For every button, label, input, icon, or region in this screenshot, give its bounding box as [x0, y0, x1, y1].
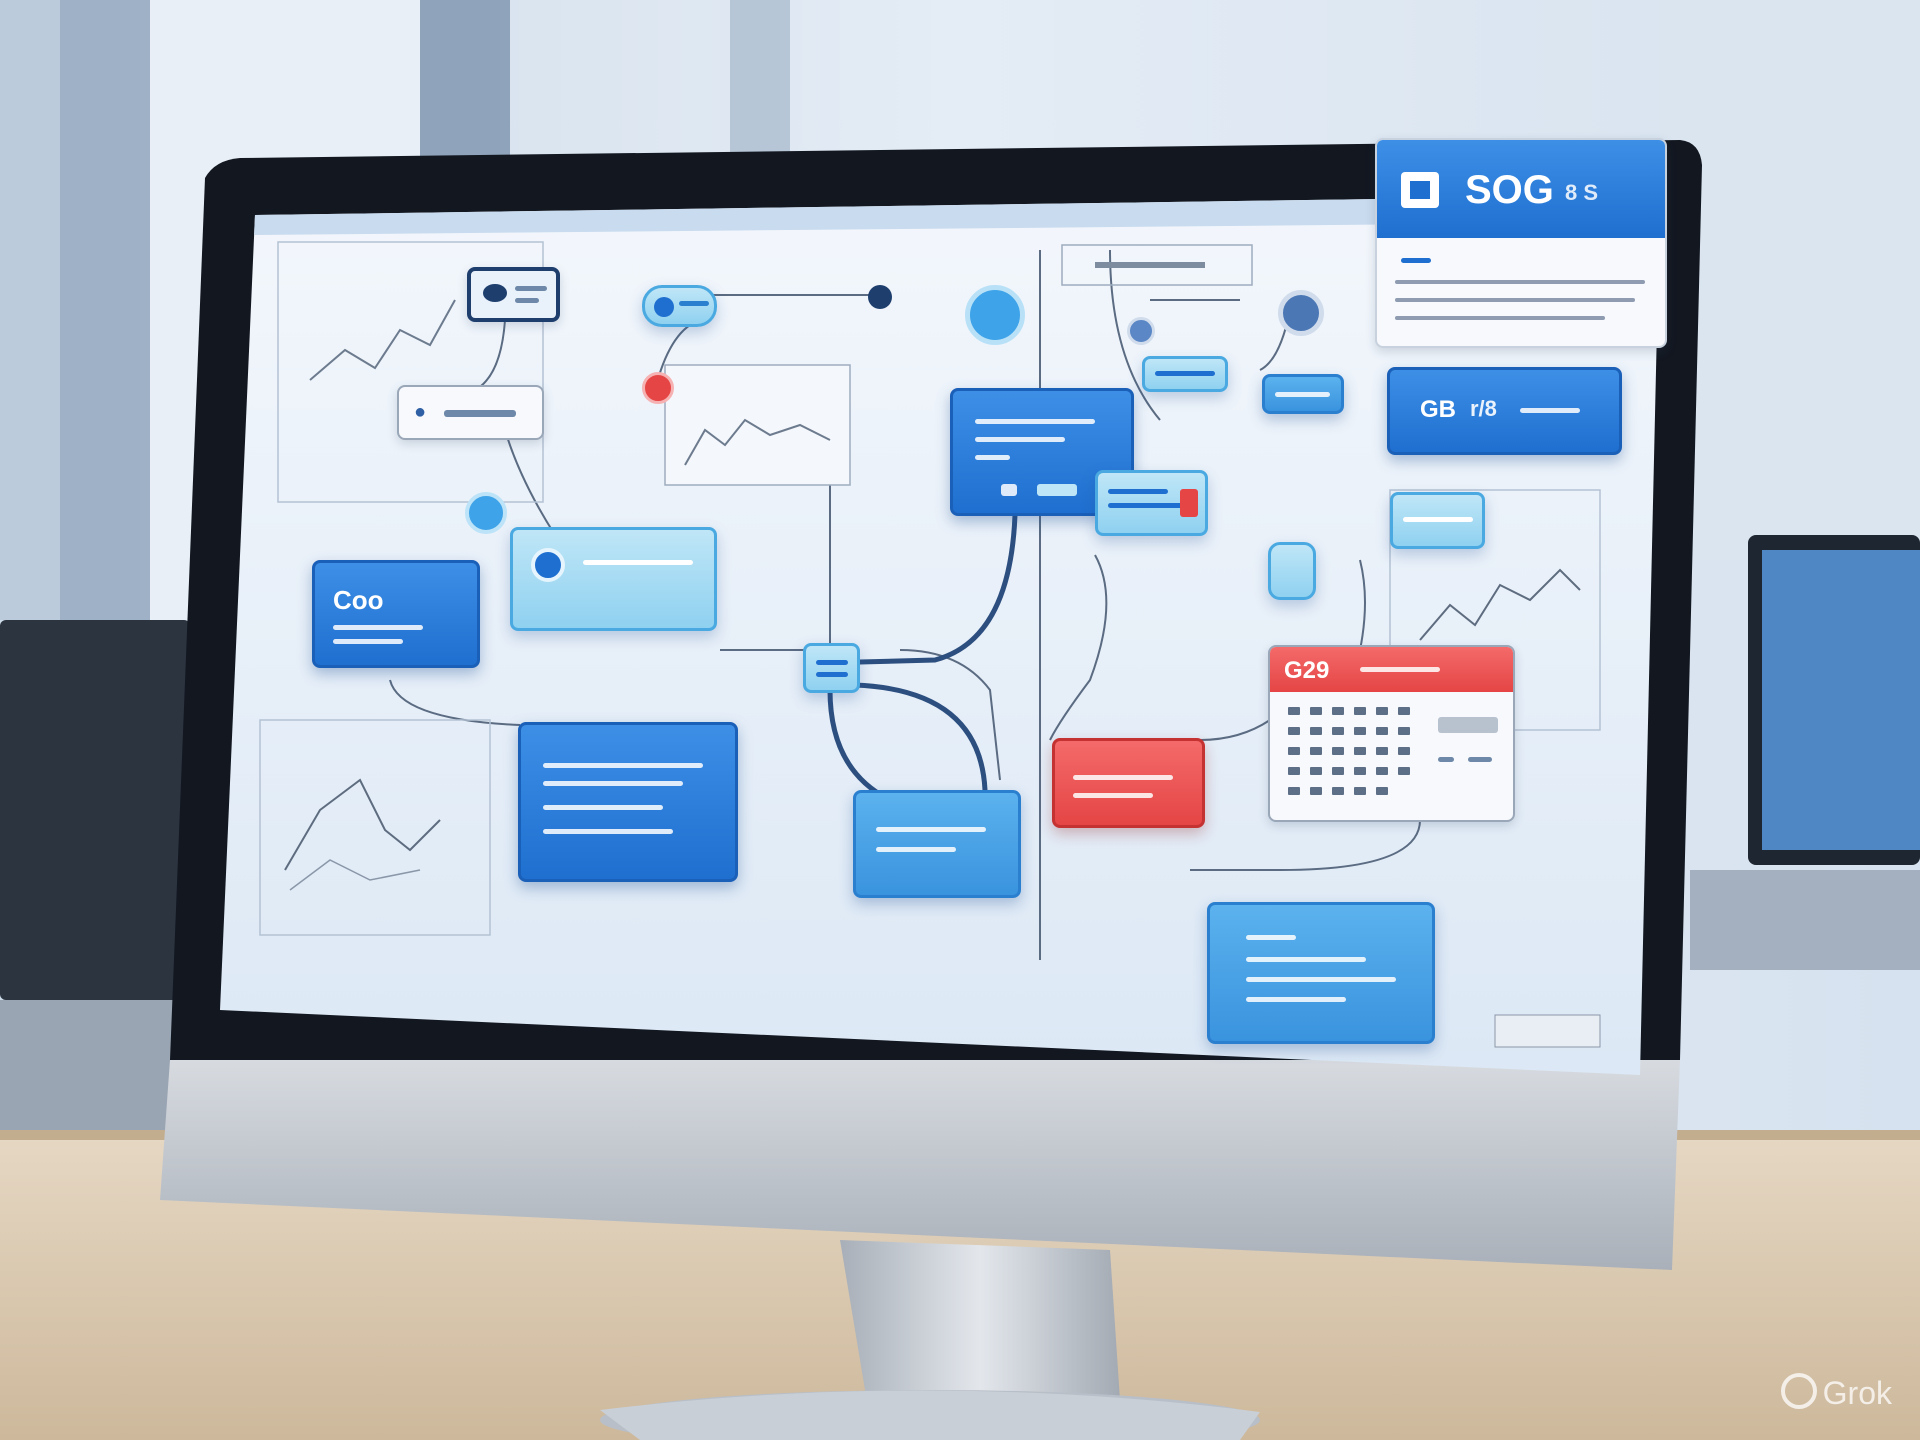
summary-suffix: r/8: [1470, 396, 1497, 421]
watermark-text: Grok: [1822, 1375, 1892, 1411]
widget-header: SOG 8 S: [1377, 140, 1665, 238]
watermark: Grok: [1780, 1373, 1892, 1412]
target-icon[interactable]: [965, 285, 1025, 345]
calendar-node[interactable]: G29: [1268, 645, 1515, 822]
note-node[interactable]: [1390, 492, 1485, 549]
drop-node[interactable]: ●: [397, 385, 544, 440]
drop-icon: ●: [414, 401, 427, 423]
calendar-grid: [1288, 707, 1418, 807]
small-chip-node[interactable]: [1142, 356, 1228, 392]
details-node[interactable]: [1207, 902, 1435, 1044]
calendar-label: G29: [1284, 657, 1330, 684]
toggle-node[interactable]: [642, 285, 717, 327]
gear-icon[interactable]: [465, 492, 507, 534]
info-icon: [531, 548, 565, 582]
junction-node[interactable]: [803, 643, 860, 693]
form-node[interactable]: [1095, 470, 1208, 536]
summary-node[interactable]: GB r/8: [1387, 367, 1622, 455]
info-node[interactable]: [510, 527, 717, 631]
node-icon: [483, 284, 507, 302]
code-node[interactable]: Coo: [312, 560, 480, 668]
summary-label: GB: [1420, 396, 1456, 423]
status-dot-icon: [868, 285, 892, 309]
calendar-header: G29: [1270, 647, 1513, 692]
widget-title: SOG: [1465, 168, 1554, 212]
top-right-widget[interactable]: SOG 8 S: [1375, 138, 1667, 348]
widget-icon-inner: [1410, 181, 1430, 199]
small-node-icon: [1127, 317, 1155, 345]
toggle-icon: [654, 297, 674, 317]
watermark-icon: [1780, 1373, 1817, 1409]
alert-dot-icon[interactable]: [642, 372, 674, 404]
chip-node[interactable]: [1262, 374, 1344, 414]
process-node[interactable]: [853, 790, 1021, 898]
device-node[interactable]: [467, 267, 560, 322]
text-block-node[interactable]: [518, 722, 738, 882]
widget-title-suffix: 8 S: [1565, 180, 1599, 205]
code-node-label: Coo: [333, 585, 384, 615]
alert-node[interactable]: [1052, 738, 1205, 828]
grid-chip-node[interactable]: [1268, 542, 1316, 600]
hub-icon[interactable]: [1278, 290, 1324, 336]
